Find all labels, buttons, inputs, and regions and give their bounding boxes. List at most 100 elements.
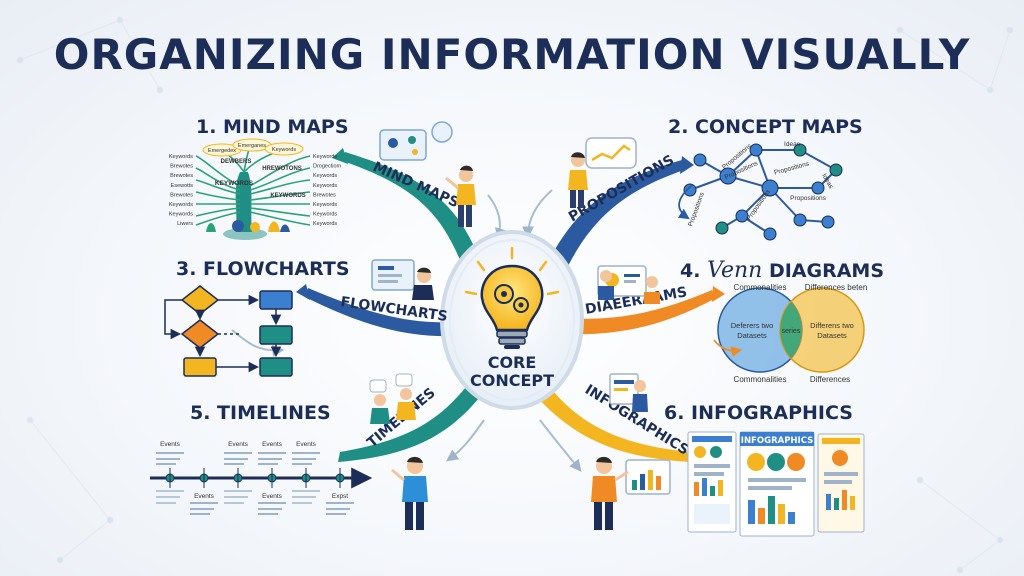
timeline-text-line xyxy=(292,452,320,454)
timeline-text-line xyxy=(156,496,180,498)
mind-bubble-3: Keywords xyxy=(272,147,296,153)
timeline-text-line xyxy=(292,502,312,504)
mind-keyword-left: Keywords xyxy=(169,154,193,160)
venn-suffix: DIAGRAMS xyxy=(768,260,885,282)
branch-label-mind-maps: MIND MAPS xyxy=(370,159,461,211)
branch-arrow-venn xyxy=(712,286,725,302)
mind-bubble-2: Emerganes xyxy=(238,143,266,149)
concept-node xyxy=(719,167,737,185)
timeline-text-line xyxy=(292,463,312,465)
concept-node xyxy=(761,179,779,197)
section-title-mind-maps: 1. MIND MAPS xyxy=(196,116,349,138)
mind-crown-1: DEWBERS xyxy=(221,159,252,165)
mind-keyword-left: Brewotes xyxy=(170,164,193,170)
mind-keyword-right: Keywords xyxy=(313,221,337,227)
timeline-text-line xyxy=(258,502,286,504)
branch-diagrams xyxy=(568,290,716,335)
timeline-label-bottom: Events xyxy=(194,493,215,500)
concept-node xyxy=(793,143,807,157)
venn-center: series xyxy=(782,328,801,335)
venn-left-2: Datasets xyxy=(737,331,767,340)
timeline-text-line xyxy=(258,452,286,454)
timeline-text-line xyxy=(156,452,184,454)
venn-bottom-right: Differences xyxy=(810,375,850,384)
timeline-text-line xyxy=(292,490,320,492)
mind-map-illustration: Emergedex Emerganes Keywords DEWBERS HRE… xyxy=(169,138,342,240)
venn-word: Venn xyxy=(707,258,763,283)
timeline-text-line xyxy=(292,458,316,460)
mind-keyword-left: Keywords xyxy=(169,212,193,218)
timeline-text-line xyxy=(258,513,278,515)
timeline-text-line xyxy=(190,502,218,504)
mind-keyword-right: Keywords xyxy=(313,183,337,189)
mind-bubble-1: Emergedex xyxy=(208,148,236,154)
concept-node xyxy=(829,163,843,177)
concept-node xyxy=(735,209,749,223)
concept-node xyxy=(763,227,777,241)
timeline-label-top: Events xyxy=(262,441,283,448)
mind-keyword-right: Drogectiom xyxy=(313,164,342,170)
mind-right-keywords: KeywordsDrogectiomKeywordsKeywordsBrewot… xyxy=(313,154,342,227)
timeline-text-line xyxy=(156,463,176,465)
timeline-text-line xyxy=(224,452,252,454)
concept-node xyxy=(749,143,763,157)
person-propositions xyxy=(568,137,637,208)
timeline-text-line xyxy=(258,508,282,510)
concept-node xyxy=(821,215,835,229)
timeline-label-bottom: Events xyxy=(262,493,283,500)
timeline-text-line xyxy=(292,496,316,498)
timeline-label-top: Events xyxy=(160,441,181,448)
venn-top-right: Differences beten xyxy=(805,283,868,292)
person-flowcharts xyxy=(371,259,434,300)
person-timelines xyxy=(369,373,416,424)
venn-illustration: Commonalities Differences beten Deferers… xyxy=(713,283,868,384)
venn-right-2: Datasets xyxy=(817,331,847,340)
section-title-timelines: 5. TIMELINES xyxy=(190,402,331,424)
concept-label: Propositions xyxy=(790,195,827,202)
page-title: ORGANIZING INFORMATION VISUALLY xyxy=(53,30,971,79)
mind-left-keywords: KeywordsBrewotesBrewotesEsewottsBrewotes… xyxy=(169,154,193,227)
flowchart-illustration xyxy=(164,285,293,377)
timeline-text-line xyxy=(326,508,350,510)
timeline-text-line xyxy=(224,490,252,492)
person-mind-maps xyxy=(379,121,476,227)
venn-left-1: Deferers two xyxy=(731,321,774,330)
concept-label: Ideas xyxy=(784,141,801,148)
timeline-label-top: Events xyxy=(296,441,317,448)
mind-keyword-left: Liwers xyxy=(177,221,193,227)
concept-label: Propositions xyxy=(746,188,773,222)
person-infographics xyxy=(609,373,648,412)
timeline-text-line xyxy=(190,513,210,515)
timeline-text-line xyxy=(156,458,180,460)
infographics-illustration: INFOGRAPHICS xyxy=(687,431,865,537)
branch-mind-maps xyxy=(340,152,478,265)
timeline-text-line xyxy=(224,496,248,498)
mind-keyword-right: Brewotes xyxy=(313,192,336,198)
timeline-text-line xyxy=(258,463,278,465)
venn-top-left: Commonalities xyxy=(734,283,787,292)
timeline-text-line xyxy=(224,463,244,465)
concept-node xyxy=(683,183,697,197)
concept-node xyxy=(793,213,807,227)
branch-arrow-mind xyxy=(332,148,348,164)
branch-arrow-concept xyxy=(680,156,694,174)
mind-keyword-right: Keywords xyxy=(313,202,337,208)
section-title-venn-diagrams: 4. Venn DIAGRAMS xyxy=(680,258,884,283)
timeline-label-top: Events xyxy=(228,441,249,448)
timeline-text-line xyxy=(224,458,248,460)
mind-keyword-left: Keywords xyxy=(169,202,193,208)
background-network xyxy=(16,16,1014,574)
venn-number: 4. xyxy=(680,260,701,282)
concept-node xyxy=(811,181,825,195)
venn-bottom-left: Commonalities xyxy=(734,375,787,384)
section-title-infographics: 6. INFOGRAPHICS xyxy=(664,402,853,424)
person-presenter-left xyxy=(391,456,428,530)
timeline-text-line xyxy=(156,502,176,504)
timeline-text-line xyxy=(258,458,282,460)
mind-crown-2: HREWOTONS xyxy=(262,166,302,172)
venn-circle-right xyxy=(779,287,865,373)
